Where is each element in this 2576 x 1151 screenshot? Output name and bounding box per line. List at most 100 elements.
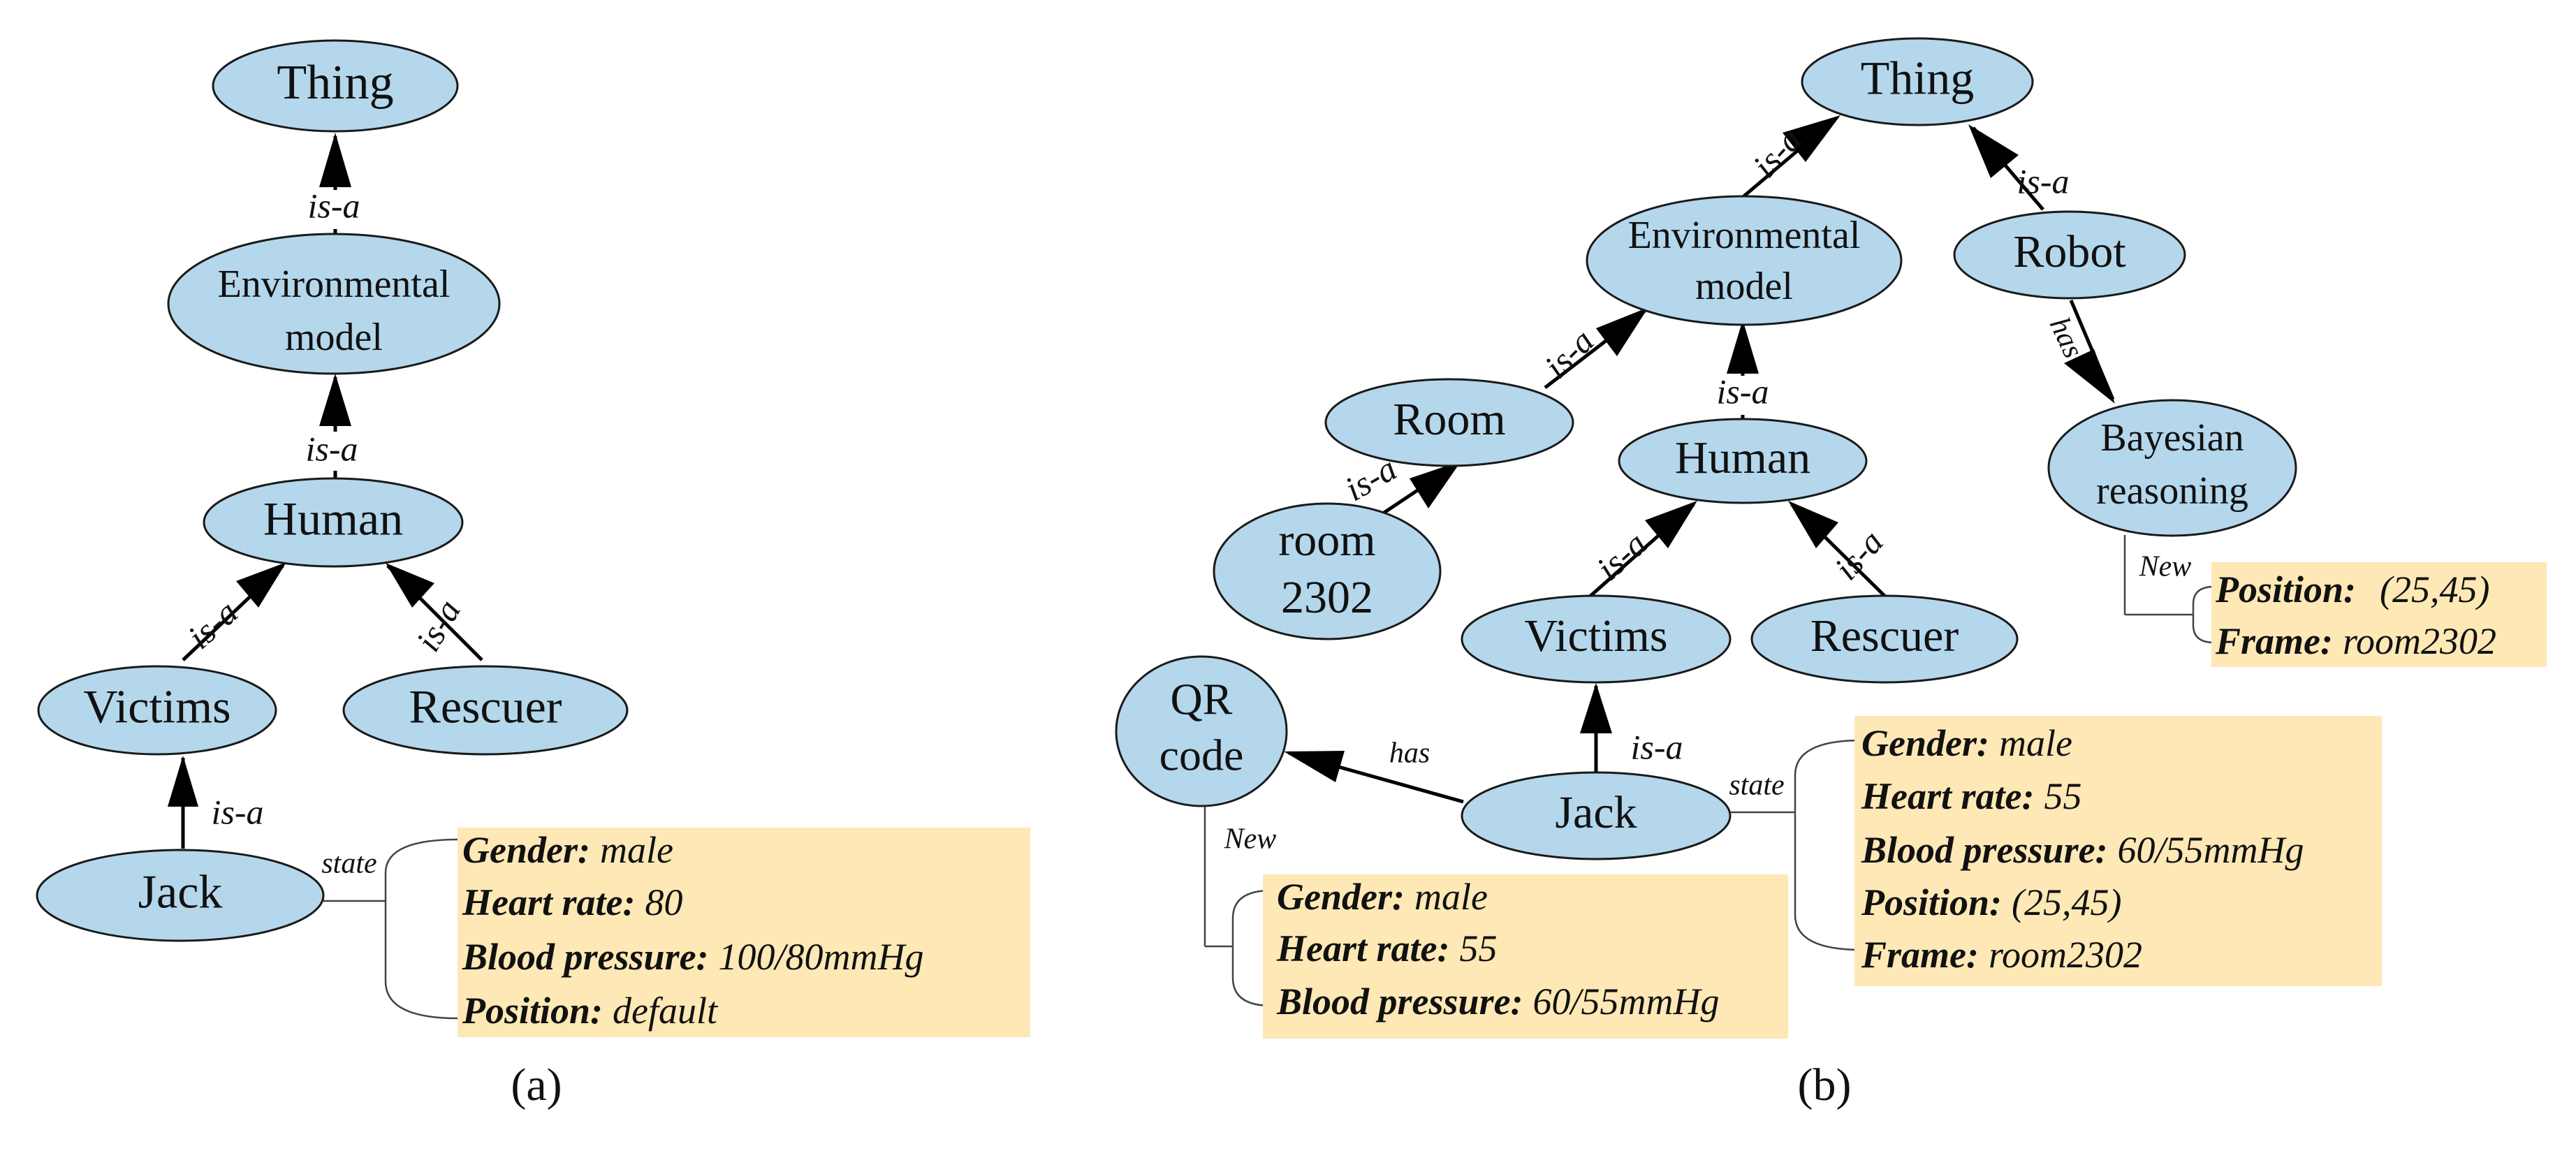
node-room2302-b: room 2302 <box>1213 502 1442 640</box>
state-label-a: state <box>321 848 376 880</box>
attr-value: 100/80mmHg <box>719 936 924 978</box>
edge-victims-to-human-a <box>182 562 286 661</box>
isa-label-victims-human-b: is-a <box>1589 524 1654 588</box>
svg-text:Position:(25,45): Position:(25,45) <box>2215 569 2490 610</box>
attr-value: male <box>600 829 673 871</box>
attr-value: 55 <box>2044 775 2081 817</box>
attr-key: Position: <box>2215 569 2356 610</box>
state-label-b: state <box>1729 770 1784 802</box>
isa-label-rescuer-human-a: is-a <box>408 593 468 658</box>
new-label-qr-b: New <box>1224 823 1277 856</box>
isa-label-human-env-a: is-a <box>306 429 358 468</box>
isa-label-jack-victims-b: is-a <box>1631 727 1683 766</box>
svg-text:Position:(25,45): Position:(25,45) <box>1861 881 2122 923</box>
node-label: Robot <box>2013 226 2125 277</box>
attr-value: 80 <box>645 881 682 923</box>
attr-value: male <box>1999 722 2072 764</box>
node-label: Victims <box>83 680 230 733</box>
isa-label-robot-thing-b: is-a <box>2017 161 2070 200</box>
edge-env-to-thing-b <box>1731 115 1840 207</box>
node-qr-code-b: QR code <box>1115 655 1288 807</box>
edge-victims-to-human-b <box>1588 501 1697 599</box>
svg-text:Gender:male: Gender:male <box>1277 876 1488 918</box>
svg-text:Blood pressure:60/55mmHg: Blood pressure:60/55mmHg <box>1861 829 2304 871</box>
svg-text:Gender:male: Gender:male <box>462 829 673 871</box>
svg-text:Heart rate:55: Heart rate:55 <box>1861 775 2081 817</box>
node-jack-b: Jack <box>1461 771 1732 860</box>
attr-value: male <box>1414 876 1488 918</box>
qr-bracket-b <box>1231 889 1272 1007</box>
node-label-line2: 2302 <box>1281 572 1373 623</box>
node-label: Rescuer <box>409 680 562 733</box>
svg-text:Heart rate:80: Heart rate:80 <box>462 881 682 923</box>
has-label-jack-qr-b: has <box>1389 738 1430 770</box>
node-label-line2: model <box>1695 265 1793 308</box>
node-environmental-model-b: Environmental model <box>1586 195 1903 326</box>
bayes-new-box-b: Position:(25,45) Frame:room2302 <box>2211 562 2547 667</box>
node-label: Rescuer <box>1810 610 1959 661</box>
svg-text:Gender:male: Gender:male <box>1861 722 2072 764</box>
attr-key: Frame: <box>1861 934 1979 976</box>
attr-value: default <box>613 990 719 1032</box>
edge-rescuer-to-human-b <box>1788 501 1887 599</box>
node-label: Thing <box>1861 52 1974 105</box>
svg-text:Position:default: Position:default <box>462 990 719 1032</box>
node-label: Thing <box>277 56 393 110</box>
node-room-b: Room <box>1324 378 1574 467</box>
node-label-line1: Environmental <box>1628 214 1861 257</box>
attr-key: Gender: <box>1861 722 1989 764</box>
node-rescuer-b: Rescuer <box>1750 594 2019 684</box>
svg-text:Frame:room2302: Frame:room2302 <box>1861 934 2142 976</box>
svg-text:Frame:room2302: Frame:room2302 <box>2215 620 2496 662</box>
node-label-line1: Environmental <box>218 263 451 306</box>
attr-key: Blood pressure: <box>1861 829 2108 871</box>
node-victims-a: Victims <box>37 665 277 756</box>
node-label-line1: room <box>1278 515 1375 566</box>
node-label: Jack <box>1555 787 1637 838</box>
jack-state-box-b: Gender:male Heart rate:55 Blood pressure… <box>1854 716 2382 986</box>
attr-key: Position: <box>1861 881 2002 923</box>
node-robot-b: Robot <box>1953 210 2186 300</box>
attr-value: (25,45) <box>2012 881 2121 923</box>
edge-jack-has-qr-b <box>1284 751 1464 804</box>
node-label: Human <box>263 492 403 545</box>
attr-value: 55 <box>1459 928 1497 969</box>
node-label: Jack <box>138 865 223 918</box>
panel-a: is-a is-a is-a is-a is-a Thing Environme… <box>36 39 1030 1110</box>
state-bracket-b <box>1794 739 1862 951</box>
panel-caption-a: (a) <box>511 1060 562 1110</box>
node-thing-b: Thing <box>1801 37 2034 126</box>
attr-key: Heart rate: <box>462 881 635 923</box>
svg-text:Heart rate:55: Heart rate:55 <box>1276 928 1497 969</box>
attr-value: room2302 <box>2343 620 2496 662</box>
node-rescuer-a: Rescuer <box>342 665 629 756</box>
attr-key: Position: <box>462 990 603 1032</box>
edge-rescuer-to-human-a <box>386 563 483 661</box>
node-jack-a: Jack <box>36 849 325 942</box>
edge-jack-to-victims-b <box>1580 683 1612 772</box>
svg-text:Blood pressure:60/55mmHg: Blood pressure:60/55mmHg <box>1276 981 1720 1022</box>
isa-label-rescuer-human-b: is-a <box>1827 522 1891 587</box>
panel-b: is-a is-a has is-a is-a is-a is-a is-a i… <box>1115 37 2547 1110</box>
node-thing-a: Thing <box>212 39 459 133</box>
isa-label-victims-human-a: is-a <box>180 592 245 657</box>
attr-key: Frame: <box>2215 620 2333 662</box>
isa-label-env-thing-a: is-a <box>308 186 360 225</box>
jack-state-box-a: Gender:male Heart rate:80 Blood pressure… <box>458 828 1030 1037</box>
node-label: Room <box>1393 394 1505 445</box>
attr-key: Blood pressure: <box>1276 981 1523 1022</box>
node-environmental-model-a: Environmental model <box>167 233 501 375</box>
edge-room2302-to-room-b <box>1371 461 1461 522</box>
attr-key: Heart rate: <box>1276 928 1449 969</box>
bayes-bracket-b <box>2192 585 2215 644</box>
edge-robot-has-bayes-b <box>2064 300 2115 404</box>
node-human-b: Human <box>1618 418 1868 504</box>
isa-label-room-env-b: is-a <box>1537 321 1602 386</box>
attr-key: Gender: <box>1277 876 1405 918</box>
attr-key: Heart rate: <box>1861 775 2034 817</box>
new-label-bayes-b: New <box>2139 551 2192 583</box>
qr-new-box-b: Gender:male Heart rate:55 Blood pressure… <box>1263 874 1788 1039</box>
node-label-line2: reasoning <box>2096 469 2248 513</box>
node-human-a: Human <box>203 477 464 568</box>
